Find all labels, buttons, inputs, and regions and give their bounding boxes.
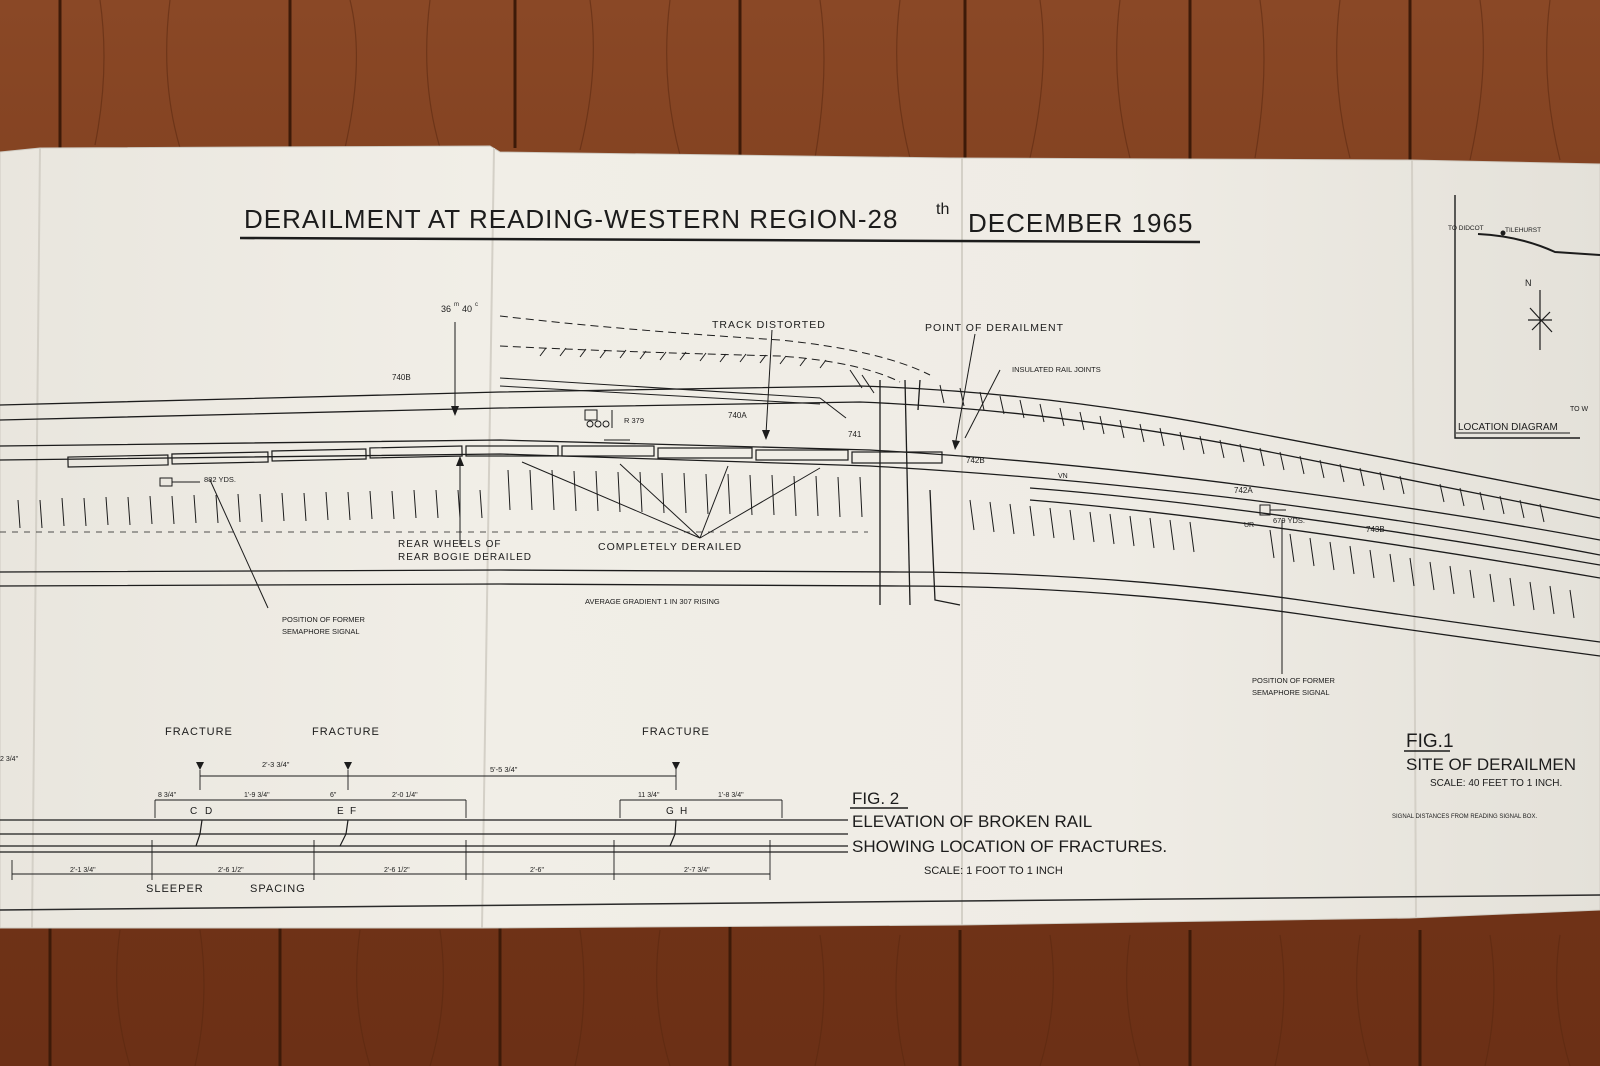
insulated-rail-joints-label: INSULATED RAIL JOINTS (1012, 365, 1101, 374)
dim-upper-3: 8 3/4" (158, 792, 177, 799)
signal-740a: 740A (728, 411, 747, 420)
fig1-label: FIG.1 (1406, 731, 1454, 752)
fig1-title: SITE OF DERAILMEN (1406, 755, 1576, 774)
fracture-label-3: FRACTURE (642, 726, 710, 738)
signal-742b: 742B (966, 456, 985, 465)
embankment-edge-top (499, 315, 931, 376)
location-tilehurst-label: TILEHURST (1505, 227, 1541, 234)
dim-lower-5: 2'-7 3/4" (684, 867, 710, 874)
point-of-derailment-label: POINT OF DERAILMENT (925, 322, 1064, 334)
signal-r379: R 379 (624, 416, 644, 425)
fracture-label-2: FRACTURE (312, 726, 380, 738)
derailed-coaches (67, 445, 943, 468)
fracture-letter-g: G (666, 806, 674, 817)
sleeper-label: SLEEPER (146, 883, 204, 895)
dim-upper-4: 1'-9 3/4" (244, 792, 270, 799)
rear-wheels-label-1: REAR WHEELS OF (398, 539, 501, 550)
dim-upper-5: 6" (330, 792, 337, 799)
north-label: N (1525, 278, 1532, 288)
dim-upper-6: 2'-0 1/4" (392, 792, 418, 799)
arrow-heads (451, 406, 960, 466)
site-plan-labels: 36 m 40 c TRACK DISTORTED POINT OF DERAI… (204, 302, 1385, 697)
sheet-border-bottom (0, 894, 1600, 911)
signal-742a: 742A (1234, 486, 1253, 495)
leader-lines (209, 322, 1283, 674)
cutting-hatch-lower (17, 469, 1575, 619)
distance-882: 882 YDS. (204, 475, 236, 484)
cutting-hatch-upper (539, 347, 1545, 523)
location-didcot-label: TO DIDCOT (1448, 225, 1484, 232)
dim-upper-1: 2'-3 3/4" (262, 760, 290, 769)
fig2-elevation: FRACTURE FRACTURE FRACTURE C D E F G H 2… (0, 726, 848, 895)
location-diagram: TO DIDCOT TILEHURST N LOCATION DIAGRAM T… (1448, 195, 1600, 439)
former-signal-right-1: POSITION OF FORMER (1252, 676, 1336, 685)
drawing-title: DERAILMENT AT READING-WESTERN REGION-28 … (239, 201, 1201, 244)
gradient-label: AVERAGE GRADIENT 1 IN 307 RISING (585, 597, 720, 606)
signal-741: 741 (848, 430, 862, 439)
fig2-line1: ELEVATION OF BROKEN RAIL (852, 812, 1092, 831)
rear-wheels-label-2: REAR BOGIE DERAILED (398, 552, 532, 563)
title-sup: th (936, 201, 949, 218)
mileage-miles-sup: m (454, 302, 459, 308)
fig1-caption: FIG.1 SITE OF DERAILMEN SCALE: 40 FEET T… (1392, 731, 1576, 820)
dim-upper-2: 5'-5 3/4" (490, 765, 518, 774)
north-arrow-icon (1528, 290, 1553, 350)
dimension-lines (11, 764, 783, 880)
signal-740b: 740B (392, 373, 411, 382)
location-west-label: TO W (1570, 406, 1589, 413)
former-signal-left-2: SEMAPHORE SIGNAL (282, 627, 360, 636)
rail-lines (0, 819, 848, 853)
paper-folds (31, 147, 1417, 929)
dim-upper-7: 11 3/4" (638, 792, 660, 799)
line-code-vn: VN (1058, 473, 1068, 480)
dim-lower-3: 2'-6 1/2" (384, 867, 410, 874)
fig2-caption: FIG. 2 ELEVATION OF BROKEN RAIL SHOWING … (850, 789, 1167, 877)
dim-edge: 2 3/4" (0, 756, 19, 763)
dim-lower-1: 2'-1 3/4" (70, 867, 96, 874)
dim-upper-8: 1'-8 3/4" (718, 792, 744, 799)
bridge-structure (879, 379, 961, 606)
fig1-note: SIGNAL DISTANCES FROM READING SIGNAL BOX… (1392, 814, 1537, 820)
fracture-letter-e: E (337, 806, 344, 817)
running-lines (0, 385, 1600, 657)
former-signal-left-1: POSITION OF FORMER (282, 615, 366, 624)
former-signal-right-2: SEMAPHORE SIGNAL (1252, 688, 1330, 697)
fracture-arrows (196, 762, 680, 770)
fig1-scale: SCALE: 40 FEET TO 1 INCH. (1430, 778, 1562, 789)
dim-lower-4: 2'-6" (530, 867, 544, 874)
paper-sheet (0, 145, 1600, 929)
fracture-label-1: FRACTURE (165, 726, 233, 738)
fracture-letter-c: C (190, 806, 197, 817)
fracture-marks (195, 819, 677, 847)
spacing-label: SPACING (250, 883, 306, 895)
embankment-edge-inner (499, 345, 901, 383)
fig2-label: FIG. 2 (852, 789, 899, 808)
fracture-letter-f: F (350, 806, 356, 817)
location-diagram-title: LOCATION DIAGRAM (1458, 422, 1558, 433)
fig2-scale: SCALE: 1 FOOT TO 1 INCH (924, 865, 1063, 877)
completely-derailed-label: COMPLETELY DERAILED (598, 541, 742, 553)
fig2-line2: SHOWING LOCATION OF FRACTURES. (852, 837, 1167, 856)
title-underline (239, 236, 1201, 244)
signal-743b: 743B (1366, 525, 1385, 534)
track-distorted-label: TRACK DISTORTED (712, 319, 826, 331)
signal-box-left (159, 477, 200, 487)
distance-679: 679 YDS. (1273, 516, 1305, 525)
mileage-chains: 40 (462, 304, 472, 314)
dim-lower-2: 2'-6 1/2" (218, 867, 244, 874)
site-plan (0, 315, 1600, 674)
line-code-ur: UR (1244, 522, 1254, 529)
signal-post-icon (584, 409, 640, 447)
fracture-letter-h: H (680, 806, 687, 817)
mileage-miles: 36 (441, 304, 451, 314)
title-main: DERAILMENT AT READING-WESTERN REGION-28 (244, 204, 898, 234)
signal-box-right (1259, 504, 1286, 516)
mileage-chains-sup: c (475, 302, 478, 308)
fracture-letter-d: D (205, 806, 212, 817)
title-date: DECEMBER 1965 (968, 208, 1193, 238)
